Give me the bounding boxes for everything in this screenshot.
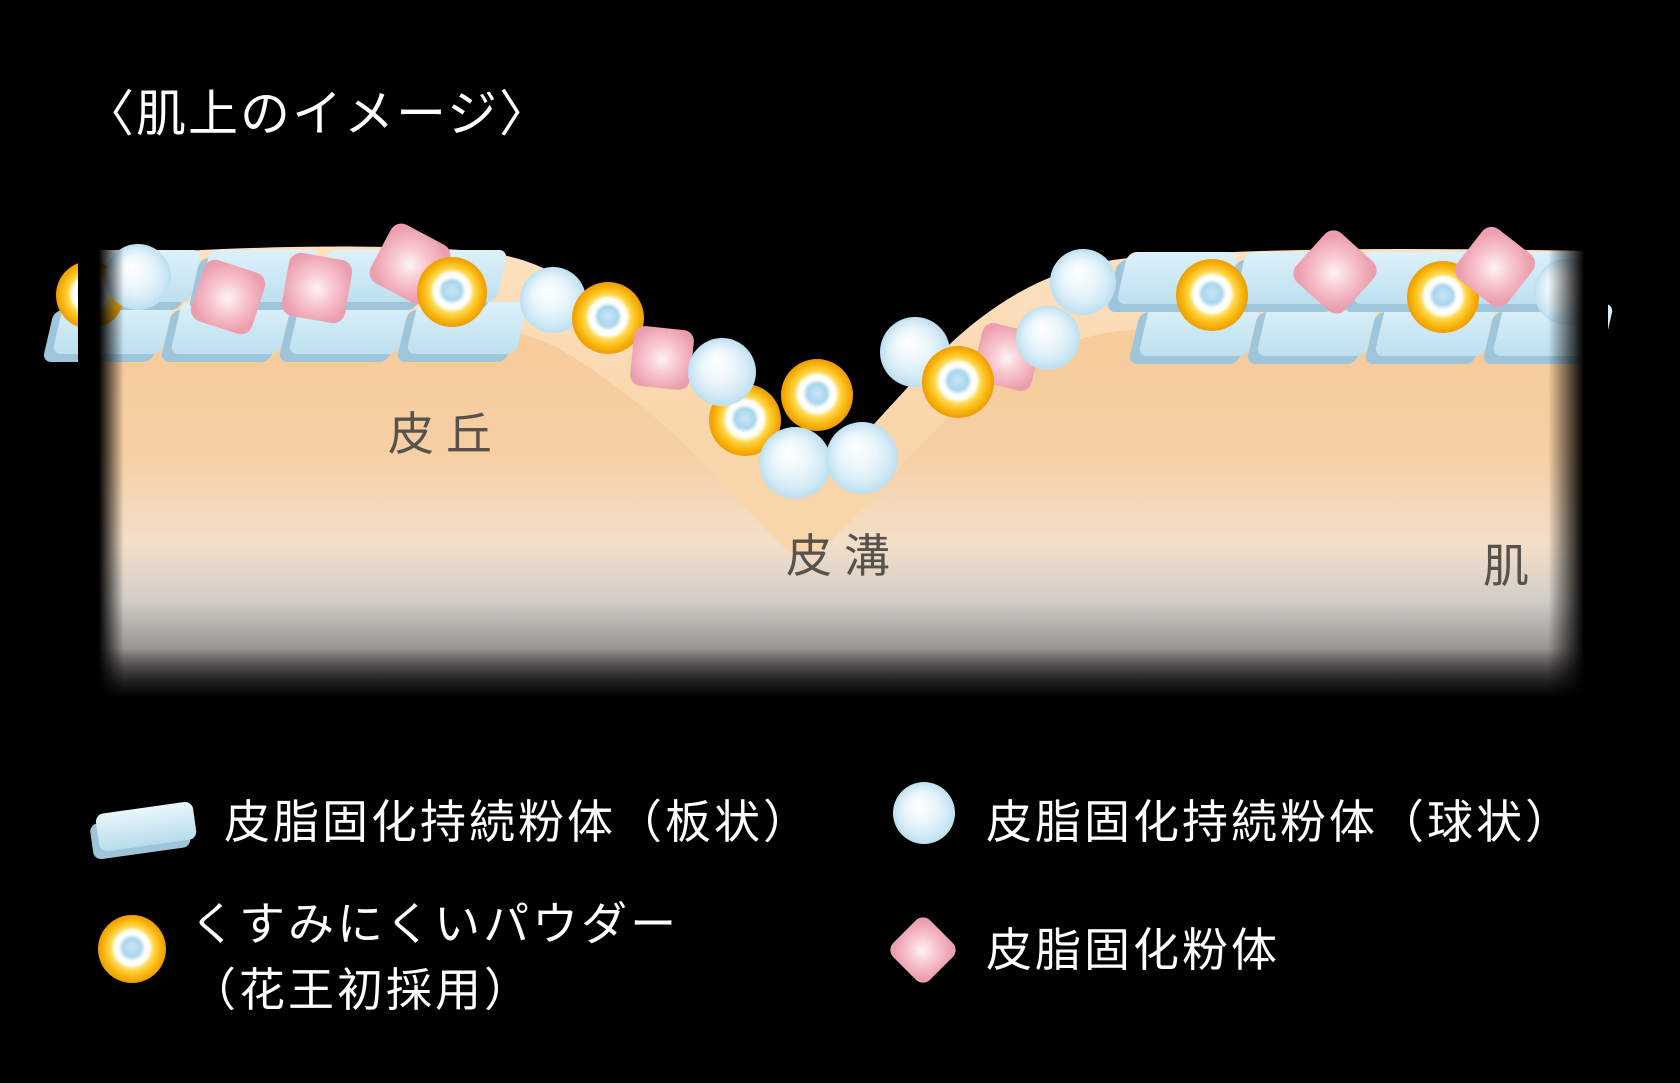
- legend-item-label: くすみにくいパウダー （花王初採用）: [190, 891, 679, 1023]
- pink-powder-particle: [1454, 226, 1536, 308]
- pink-powder-particle: [190, 259, 266, 335]
- yellow-powder-particle: [572, 282, 644, 354]
- yellow-powder-particle: [781, 359, 853, 431]
- plate-icon: [90, 801, 197, 860]
- sphere-particle: [1016, 306, 1080, 370]
- pink-powder-particle: [281, 252, 353, 324]
- dullness-powder-icon: [98, 915, 166, 983]
- legend-item-label: 皮脂固化持続粉体（球状）: [986, 796, 1574, 848]
- legend-item-label: 皮脂固化持続粉体（板状）: [224, 796, 812, 848]
- legend-item-label-line2: （花王初採用）: [190, 964, 533, 1016]
- pink-powder-particle: [1293, 230, 1377, 314]
- label-skin-groove: 皮溝: [786, 530, 902, 582]
- sphere-particle: [520, 267, 586, 333]
- edge-fades: [70, 215, 1615, 715]
- label-skin: 肌: [1483, 540, 1529, 592]
- sphere-icon: [893, 782, 955, 844]
- yellow-powder-particle: [1176, 259, 1248, 331]
- yellow-powder-particle: [417, 257, 487, 327]
- yellow-powder-particle: [922, 346, 994, 418]
- sphere-particle: [826, 422, 898, 494]
- pink-powder-particle: [630, 326, 694, 390]
- sphere-particle: [1050, 249, 1116, 315]
- plate-particle: [1247, 304, 1377, 364]
- page-title: 〈肌上のイメージ〉: [84, 86, 551, 142]
- sphere-particle: [759, 427, 831, 499]
- sebum-powder-icon: [890, 917, 956, 983]
- skin-inner-layer: [88, 320, 1592, 708]
- sphere-particle: [688, 338, 756, 406]
- legend-item-label: 皮脂固化粉体: [986, 924, 1280, 976]
- plate-layer: [43, 250, 1613, 364]
- legend-item-label-line1: くすみにくいパウダー: [190, 898, 680, 950]
- label-skin-hill: 皮丘: [388, 408, 504, 460]
